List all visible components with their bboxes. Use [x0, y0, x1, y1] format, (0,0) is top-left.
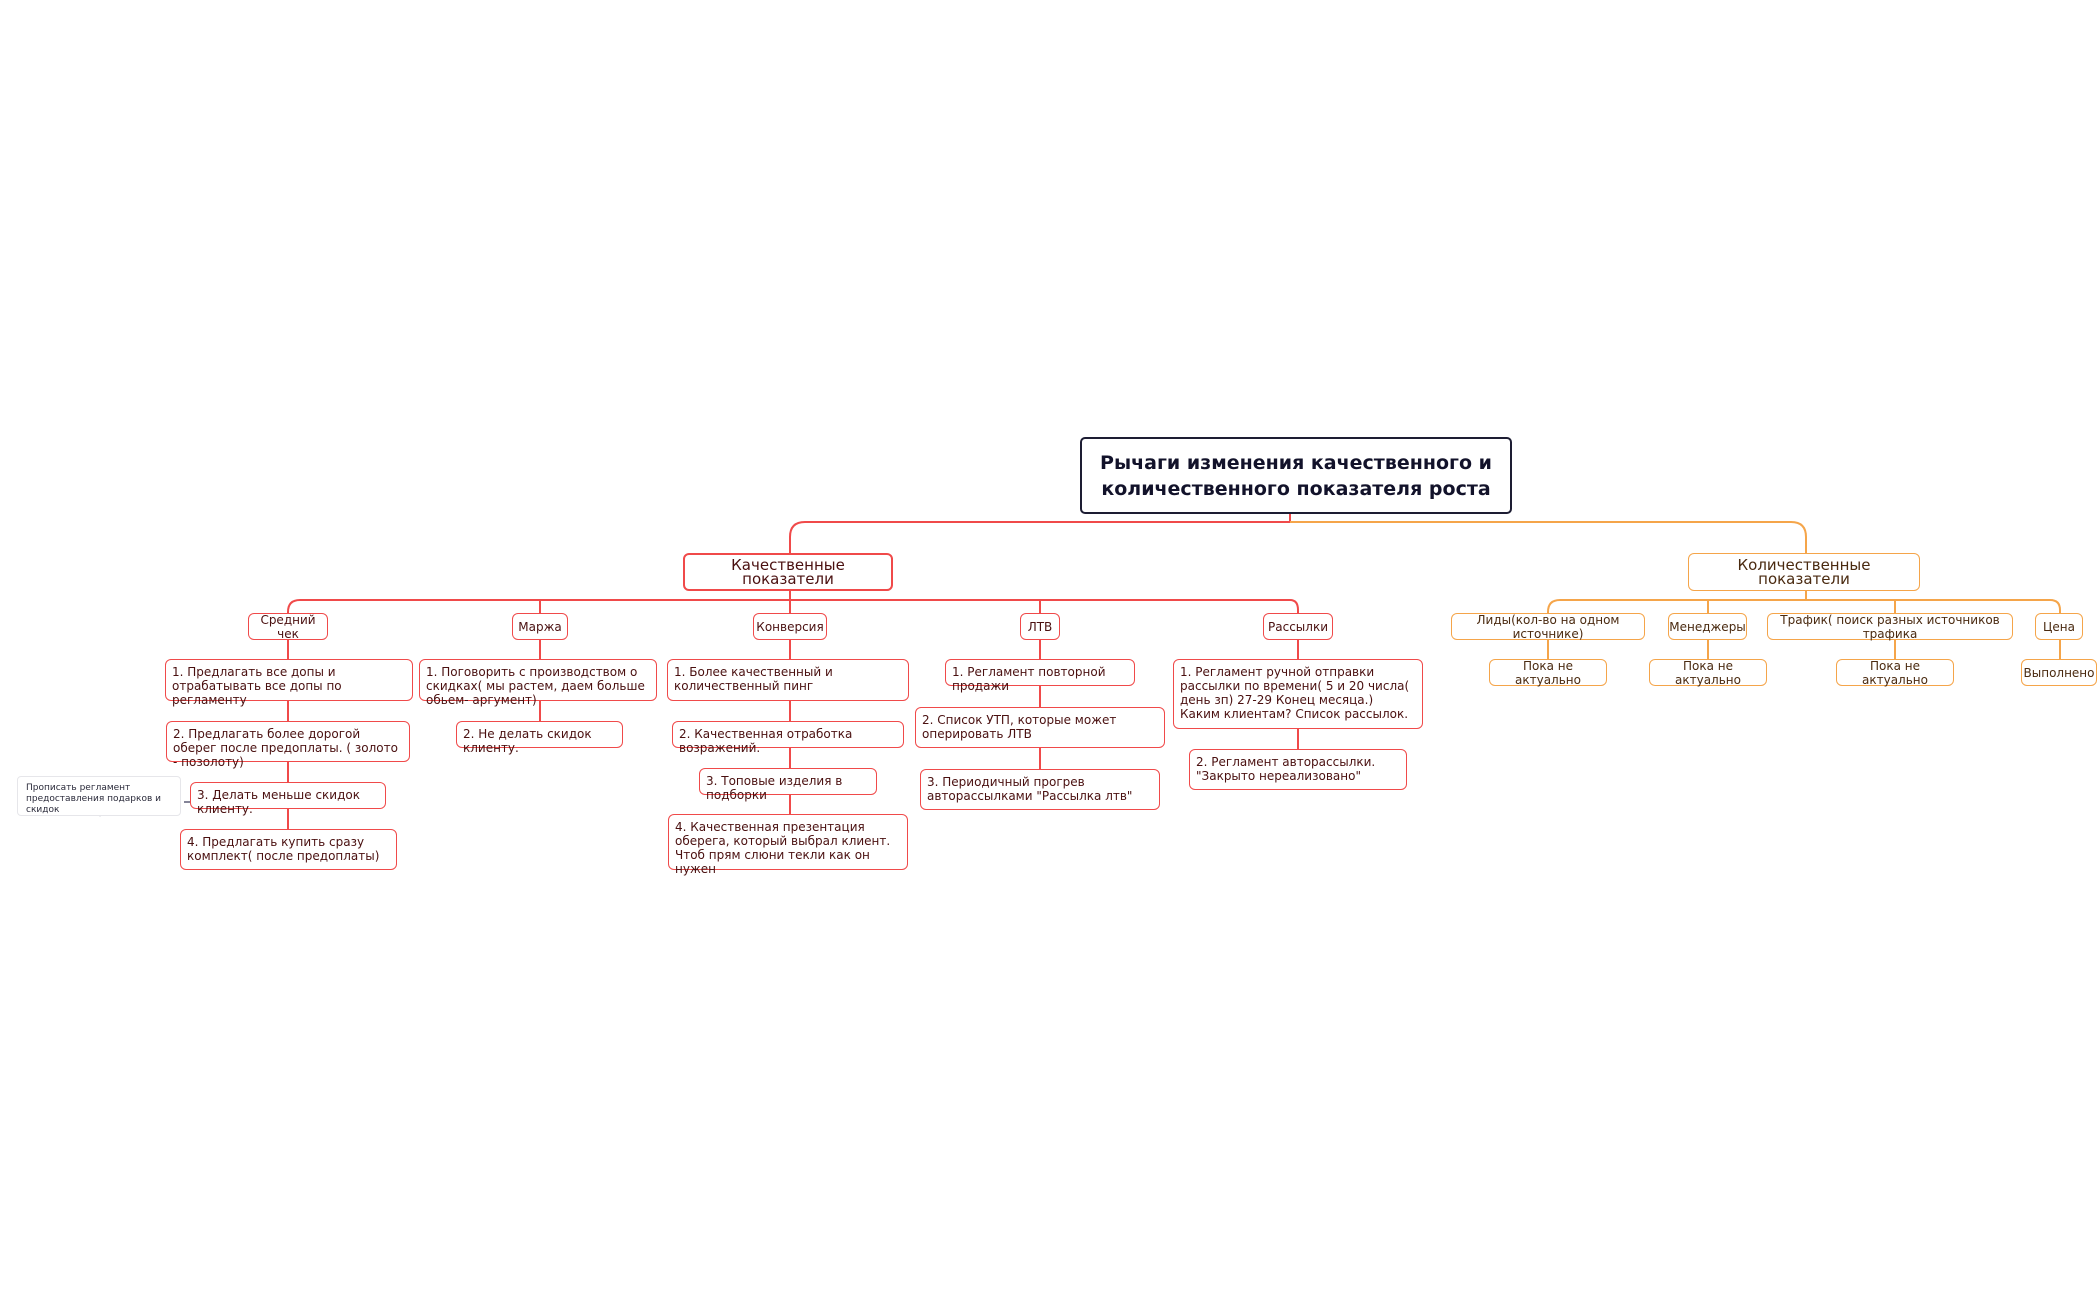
branch-konversiya[interactable]: Конверсия: [753, 613, 827, 640]
konversiya-item-4[interactable]: 4. Качественная презентация оберега, кот…: [668, 814, 908, 876]
menedzhery-status[interactable]: Пока не актуально: [1649, 659, 1767, 687]
konversiya-item-2[interactable]: 2. Качественная отработка возражений.: [672, 721, 904, 755]
link-quant-items: [1547, 640, 2061, 660]
lidy-status[interactable]: Пока не актуально: [1489, 659, 1607, 687]
link-root-qualitative: [789, 512, 1291, 554]
ltv-item-1[interactable]: 1. Регламент повторной продажи: [945, 659, 1135, 693]
marzha-item-2[interactable]: 2. Не делать скидок клиенту.: [456, 721, 623, 755]
cena-status[interactable]: Выполнено: [2021, 659, 2097, 686]
ltv-item-3[interactable]: 3. Периодичный прогрев авторассылками "Р…: [920, 769, 1160, 810]
konversiya-item-1[interactable]: 1. Более качественный и количественный п…: [667, 659, 909, 701]
srednij-item-2[interactable]: 2. Предлагать более дорогой оберег после…: [166, 721, 410, 769]
branch-marzha[interactable]: Маржа: [512, 613, 568, 640]
category-quantitative[interactable]: Количественные показатели: [1688, 553, 1920, 591]
rassylki-item-2[interactable]: 2. Регламент авторассылки. "Закрыто нере…: [1189, 749, 1407, 790]
branch-cena[interactable]: Цена: [2035, 613, 2083, 640]
srednij-item-4[interactable]: 4. Предлагать купить сразу комплект( пос…: [180, 829, 397, 870]
note-text: Прописать регламент предоставления подар…: [26, 783, 161, 815]
note-card[interactable]: Прописать регламент предоставления подар…: [17, 776, 181, 816]
branch-rassylki[interactable]: Рассылки: [1263, 613, 1333, 640]
category-qualitative[interactable]: Качественные показатели: [683, 553, 893, 591]
srednij-item-1[interactable]: 1. Предлагать все допы и отрабатывать вс…: [165, 659, 413, 707]
srednij-item-3[interactable]: 3. Делать меньше скидок клиенту.: [190, 782, 386, 816]
branch-menedzhery[interactable]: Менеджеры: [1668, 613, 1747, 640]
branch-srednij-chek[interactable]: Средний чек: [248, 613, 328, 641]
rassylki-item-1[interactable]: 1. Регламент ручной отправки рассылки по…: [1173, 659, 1423, 729]
link-quant-cena: [2049, 599, 2061, 614]
konversiya-item-3[interactable]: 3. Топовые изделия в подборки: [699, 768, 877, 802]
branch-lidy[interactable]: Лиды(кол-во на одном источнике): [1451, 613, 1645, 641]
root-node[interactable]: Рычаги изменения качественного и количес…: [1080, 437, 1512, 514]
trafik-status[interactable]: Пока не актуально: [1836, 659, 1954, 687]
link-root-quantitative: [1290, 521, 1807, 554]
root-title: Рычаги изменения качественного и количес…: [1100, 451, 1492, 500]
link-qual-rassylki: [1289, 599, 1299, 614]
marzha-item-1[interactable]: 1. Поговорить с производством о скидках(…: [419, 659, 657, 707]
branch-trafik[interactable]: Трафик( поиск разных источников трафика: [1767, 613, 2013, 641]
branch-ltv[interactable]: ЛТВ: [1020, 613, 1060, 640]
ltv-item-2[interactable]: 2. Список УТП, которые может оперировать…: [915, 707, 1165, 748]
